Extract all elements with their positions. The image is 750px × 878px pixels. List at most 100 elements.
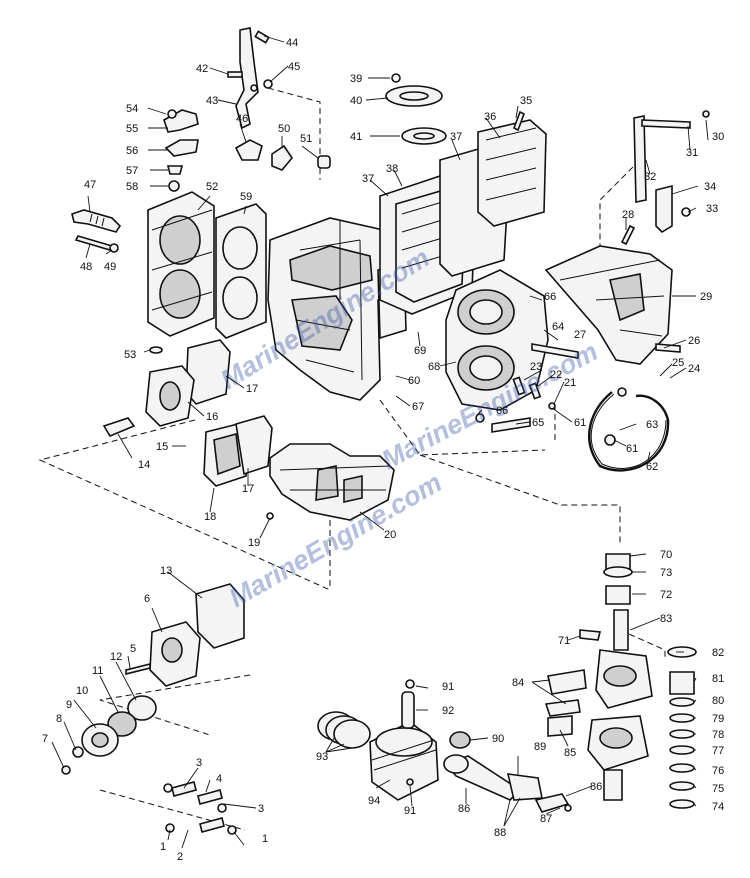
callout-86: 86: [458, 803, 470, 815]
callout-94: 94: [368, 795, 380, 807]
callout-58: 58: [126, 181, 138, 193]
callout-79: 79: [712, 713, 724, 725]
callout-87: 87: [540, 813, 552, 825]
callout-93: 93: [316, 751, 328, 763]
callout-39: 39: [350, 73, 362, 85]
callout-69: 69: [414, 345, 426, 357]
callout-67: 67: [412, 401, 424, 413]
callout-numbers: 1 1 2 3 3 4 5 6 7 8 9 10 11 12 13 14 15 …: [42, 37, 724, 863]
callout-26: 26: [688, 335, 700, 347]
callout-76: 76: [712, 765, 724, 777]
callout-31: 31: [686, 147, 698, 159]
callout-92: 92: [442, 705, 454, 717]
callout-75: 75: [712, 783, 724, 795]
callout-77: 77: [712, 745, 724, 757]
callout-30: 30: [712, 131, 724, 143]
callout-12: 12: [110, 651, 122, 663]
callout-8: 8: [56, 713, 62, 725]
callout-47: 47: [84, 179, 96, 191]
callout-13: 13: [160, 565, 172, 577]
callout-3: 3: [196, 757, 202, 769]
callout-6: 6: [144, 593, 150, 605]
callout-25: 25: [672, 357, 684, 369]
callout-68: 68: [428, 361, 440, 373]
callout-61: 61: [574, 417, 586, 429]
callout-37: 37: [450, 131, 462, 143]
callout-33: 33: [706, 203, 718, 215]
callout-27: 27: [574, 329, 586, 341]
callout-70: 70: [660, 549, 672, 561]
callout-71: 71: [558, 635, 570, 647]
callout-81: 81: [712, 673, 724, 685]
callout-84: 84: [512, 677, 524, 689]
callout-52: 52: [206, 181, 218, 193]
upper-left-small-parts: [163, 109, 331, 192]
callout-1: 1: [160, 841, 166, 853]
spark-plug: [71, 209, 122, 253]
throttle-linkage-arm: [227, 27, 273, 130]
callout-51: 51: [300, 133, 312, 145]
callout-89: 89: [534, 741, 546, 753]
callout-72: 72: [660, 589, 672, 601]
callout-73: 73: [660, 567, 672, 579]
callout-14: 14: [138, 459, 150, 471]
callout-57: 57: [126, 165, 138, 177]
callout-63: 63: [646, 419, 658, 431]
callout-35: 35: [520, 95, 532, 107]
callout-91: 91: [404, 805, 416, 817]
callout-37: 37: [362, 173, 374, 185]
callout-40: 40: [350, 95, 362, 107]
callout-43: 43: [206, 95, 218, 107]
callout-17: 17: [242, 483, 254, 495]
callout-4: 4: [216, 773, 222, 785]
callout-15: 15: [156, 441, 168, 453]
callout-61: 61: [626, 443, 638, 455]
callout-48: 48: [80, 261, 92, 273]
callout-22: 22: [550, 369, 562, 381]
callout-59: 59: [240, 191, 252, 203]
callout-56: 56: [126, 145, 138, 157]
reed-valve-assembly: [102, 339, 273, 487]
callout-55: 55: [126, 123, 138, 135]
callout-16: 16: [206, 411, 218, 423]
callout-18: 18: [204, 511, 216, 523]
callout-46: 46: [236, 113, 248, 125]
callout-3: 3: [258, 803, 264, 815]
callout-49: 49: [104, 261, 116, 273]
callout-50: 50: [278, 123, 290, 135]
fuel-pump: [61, 583, 245, 775]
callout-86: 86: [590, 781, 602, 793]
hoses-and-clips: [163, 781, 237, 835]
callout-85: 85: [564, 747, 576, 759]
callout-66: 66: [496, 405, 508, 417]
callout-44: 44: [286, 37, 298, 49]
callout-42: 42: [196, 63, 208, 75]
callout-78: 78: [712, 729, 724, 741]
callout-65: 65: [532, 417, 544, 429]
callout-17: 17: [246, 383, 258, 395]
callout-36: 36: [484, 111, 496, 123]
crankshaft-assembly: [544, 553, 653, 801]
callout-29: 29: [700, 291, 712, 303]
head-gasket: [215, 203, 267, 339]
callout-62: 62: [646, 461, 658, 473]
callout-11: 11: [92, 665, 103, 677]
callout-45: 45: [288, 61, 300, 73]
exhaust-plate: [385, 73, 526, 145]
callout-54: 54: [126, 103, 138, 115]
callout-88: 88: [494, 827, 506, 839]
piston-assembly: [317, 679, 572, 813]
callout-5: 5: [130, 643, 136, 655]
callout-21: 21: [564, 377, 576, 389]
callout-20: 20: [384, 529, 396, 541]
callout-80: 80: [712, 695, 724, 707]
callout-74: 74: [712, 801, 724, 813]
transfer-covers: [379, 119, 547, 315]
callout-82: 82: [712, 647, 724, 659]
callout-32: 32: [644, 171, 656, 183]
callout-41: 41: [350, 131, 362, 143]
leader-lines: [51, 35, 709, 849]
callout-19: 19: [248, 537, 260, 549]
callout-23: 23: [530, 361, 542, 373]
mounting-bracket: [544, 110, 710, 365]
